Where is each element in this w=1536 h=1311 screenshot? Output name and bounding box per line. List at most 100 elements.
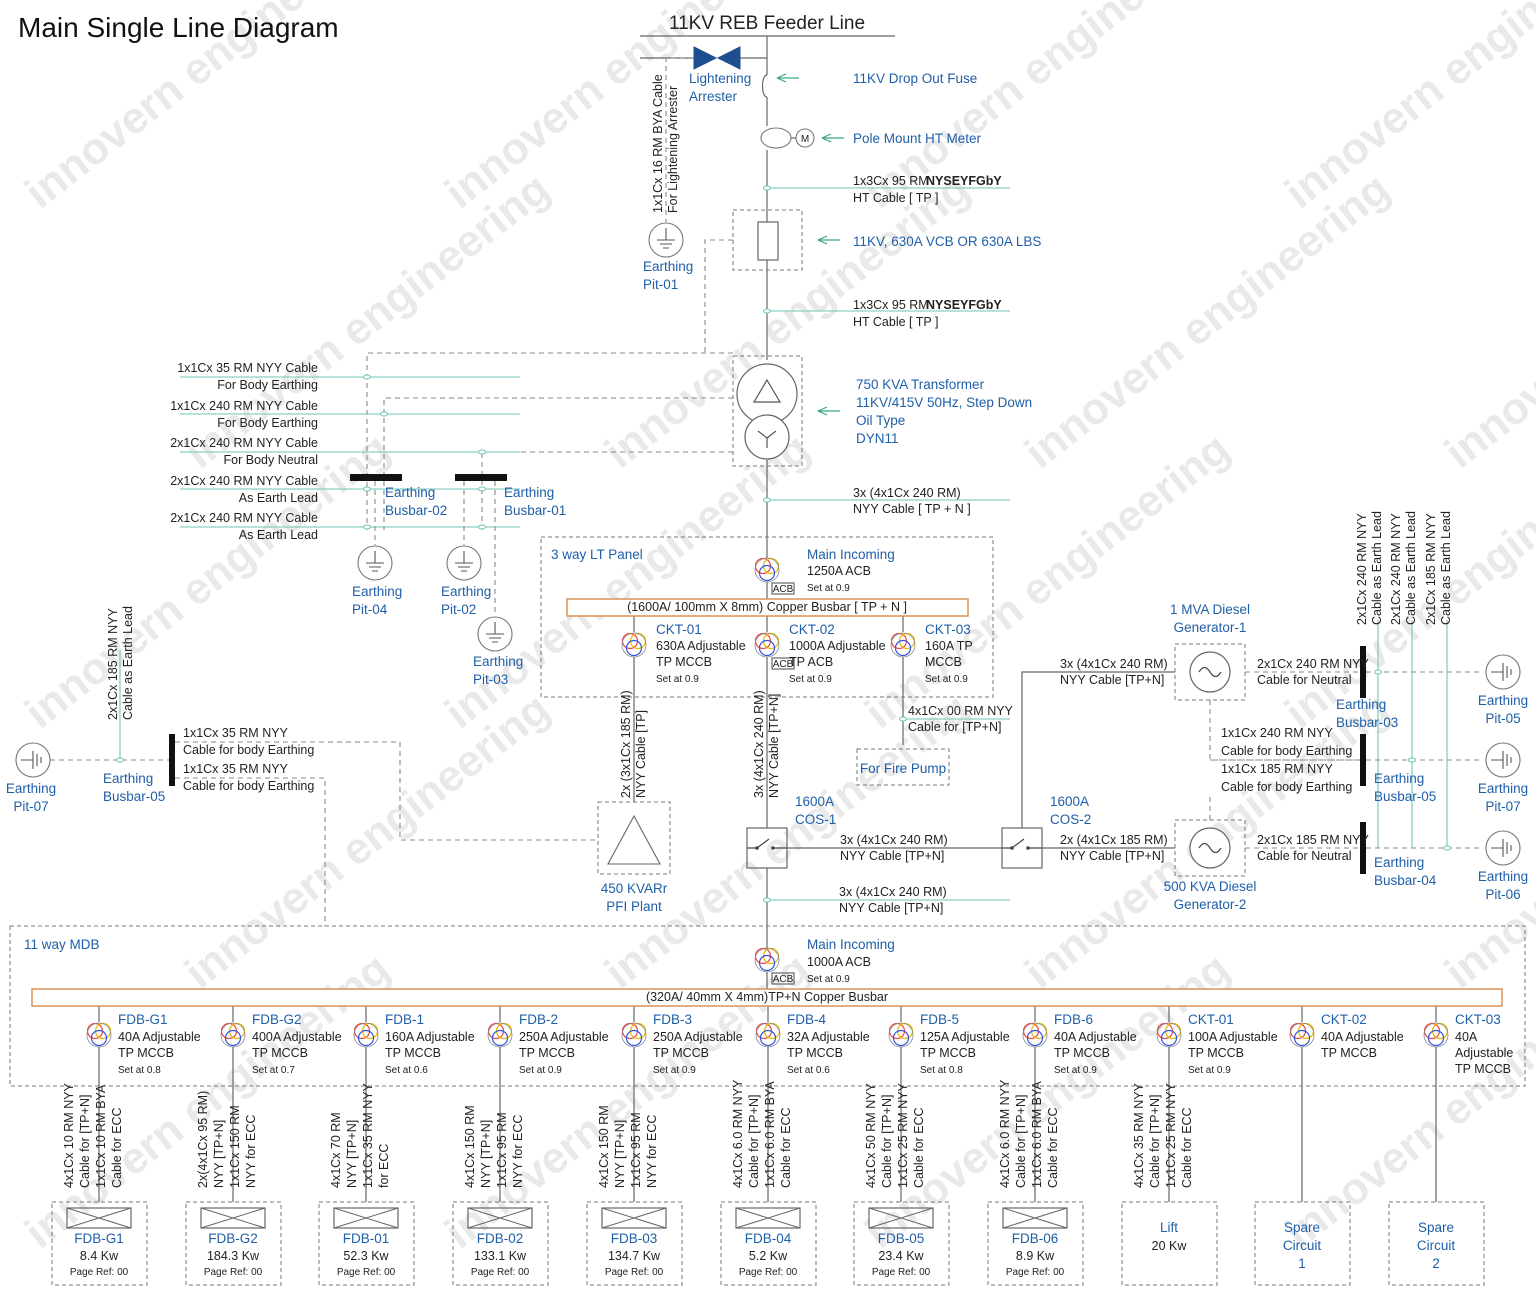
pointer-arrow-icon: [821, 133, 844, 143]
cos-link-label: 3x (4x1Cx 240 RM): [840, 833, 948, 847]
gen2-neutral-label: 2x1Cx 185 RM NYY: [1257, 833, 1370, 847]
page-ref: Page Ref: 00: [605, 1267, 664, 1278]
cable-tag: [1443, 845, 1451, 851]
mdb-circuit-type: TP MCCB: [787, 1046, 843, 1060]
pit05-label: Earthing: [1478, 693, 1528, 708]
meter-icon: [795, 128, 815, 148]
distribution-board-box: [1388, 1201, 1485, 1286]
mdb-name: 11 way MDB: [24, 937, 100, 952]
earth-cable-size: 2x1Cx 240 RM NYY Cable: [170, 474, 318, 488]
meter-label: Pole Mount HT Meter: [853, 131, 982, 146]
vcb-earth-lead: [704, 239, 733, 352]
distribution-board-box: [720, 1201, 817, 1286]
left-lead-label: 2x1Cx 185 RM NYY: [106, 607, 120, 720]
breaker-b-phase-icon: [1427, 1029, 1445, 1047]
pit07-left-label: Earthing: [6, 781, 56, 796]
mdb-circuit-type: TP MCCB: [653, 1046, 709, 1060]
feeder-cable-label: for ECC: [377, 1144, 391, 1188]
cos2-label: COS-2: [1050, 812, 1091, 827]
feeder-cable-label: NYY for ECC: [645, 1115, 659, 1188]
busbar02-label: Earthing: [385, 485, 435, 500]
breaker-ring-icon: [754, 557, 780, 583]
mdb-circuit-rating: 40A Adjustable: [1054, 1030, 1137, 1044]
cos2-label: 1600A: [1050, 794, 1089, 809]
breaker-b-phase-icon: [759, 1029, 777, 1047]
busbar05-right-label: Busbar-05: [1374, 789, 1436, 804]
feeder-cable-label: 1x1Cx 25 RM NYY: [1164, 1082, 1178, 1188]
page-ref: Page Ref: 00: [337, 1267, 396, 1278]
feeder-cable-label: 1x1Cx 95 RM: [629, 1112, 643, 1188]
earth-cable-size: 2x1Cx 240 RM NYY Cable: [170, 511, 318, 525]
acb-box: [771, 972, 795, 985]
db-cross-icon: [333, 1207, 399, 1229]
mdb-circuit-setting: Set at 0.8: [118, 1065, 161, 1076]
load-name: FDB-04: [745, 1231, 792, 1246]
db-icon: [868, 1207, 934, 1229]
vcb-enclosure: [732, 209, 803, 271]
breaker-b-phase-icon: [1293, 1029, 1311, 1047]
db-cross-icon: [601, 1207, 667, 1229]
mdb-circuit-name: CKT-02: [1321, 1012, 1367, 1027]
gen1-cable-label: 3x (4x1Cx 240 RM): [1060, 657, 1168, 671]
vertical-earth-lead-label: Cable as Earth Lead: [1404, 511, 1418, 625]
distribution-board-box: [1254, 1201, 1351, 1286]
lt-incoming-label: Main Incoming: [807, 547, 895, 562]
vertical-earth-lead-label: Cable as Earth Lead: [1370, 511, 1384, 625]
lightning-arrester-icon: [693, 46, 741, 70]
breaker-b-phase-icon: [892, 1029, 910, 1047]
feeder-cable-label: Cable for ECC: [779, 1107, 793, 1188]
page-ref: Page Ref: 00: [739, 1267, 798, 1278]
earth-symbol-icon: [366, 551, 384, 572]
db-cross-icon: [735, 1207, 801, 1229]
wye-icon: [757, 430, 777, 448]
lt-incoming-label: Set at 0.9: [807, 583, 850, 594]
cable-tag: [478, 449, 486, 455]
breaker-b-phase-icon: [625, 1029, 643, 1047]
earth-cable-desc: As Earth Lead: [239, 491, 318, 505]
feeder-cable-label: Cable for ECC: [110, 1107, 124, 1188]
wire: [1209, 700, 1360, 761]
pfi-enclosure: [597, 801, 671, 875]
ckt-detail: Set at 0.9: [789, 674, 832, 685]
breaker-ring-icon: [86, 1022, 112, 1048]
gen2-neutral-label: Cable for Neutral: [1257, 849, 1352, 863]
switch-contact-icon: [1002, 838, 1042, 849]
cable-tag: [363, 486, 371, 492]
breaker-b-phase-icon: [894, 639, 912, 657]
load-kw: 8.4 Kw: [80, 1249, 119, 1263]
db-cross-icon: [66, 1207, 132, 1229]
ckt-detail: TP MCCB: [656, 655, 712, 669]
pfi-cable-label: 2x (3x1Cx 185 RM): [619, 690, 633, 798]
busbar03-label: Busbar-03: [1336, 715, 1398, 730]
feeder-cable-label: 1x1Cx 25 RM NYY: [896, 1082, 910, 1188]
earth-cable-size: 1x1Cx 240 RM NYY Cable: [170, 399, 318, 413]
vertical-earth-lead-label: 2x1Cx 240 RM NYY: [1355, 512, 1369, 625]
gen1-neutral-label: 2x1Cx 240 RM NYY: [1257, 657, 1370, 671]
breaker-ring-icon: [621, 632, 647, 658]
acb-box: [771, 657, 795, 670]
mdb-circuit-setting: Set at 0.9: [1054, 1065, 1097, 1076]
pfi-label: PFI Plant: [606, 899, 662, 914]
mdb-circuit-name: CKT-03: [1455, 1012, 1501, 1027]
transformer-secondary-icon: [744, 414, 790, 460]
ckt-name: CKT-02: [789, 622, 835, 637]
mdb-incoming-label: Set at 0.9: [807, 974, 850, 985]
pit03-label: Pit-03: [473, 672, 508, 687]
generator-enclosure: [1174, 643, 1246, 701]
meter-symbol: M: [801, 134, 809, 145]
earthing-busbar-01: [455, 474, 507, 481]
breaker-ring-icon: [1423, 1022, 1449, 1048]
gen-body2-label: 1x1Cx 185 RM NYY: [1221, 762, 1334, 776]
pit01-label: Earthing: [643, 259, 693, 274]
left-body1-label: 1x1Cx 35 RM NYY: [183, 726, 289, 740]
breaker-b-phase-icon: [758, 954, 776, 972]
switch-pivot-icon: [755, 846, 759, 850]
arrester-label: Lightening: [689, 71, 751, 86]
gen-body2-label: Cable for body Earthing: [1221, 780, 1352, 794]
pit07-right-label: Earthing: [1478, 781, 1528, 796]
mdb-circuit-setting: Set at 0.6: [385, 1065, 428, 1076]
mdb-busbar: [31, 988, 1503, 1007]
mdb-circuit-rating: 32A Adjustable: [787, 1030, 870, 1044]
